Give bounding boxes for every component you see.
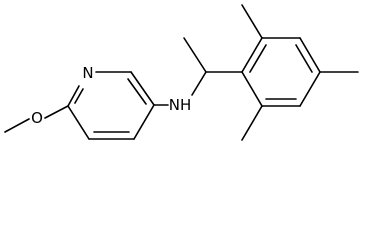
bond-c2-n1 bbox=[67, 85, 80, 107]
atom-label-nh-amine: NH bbox=[169, 96, 192, 114]
bond-c2-n1-inner bbox=[74, 88, 84, 104]
bond-methyl-o bbox=[4, 118, 30, 133]
bond-r3-r4-inner bbox=[295, 44, 313, 73]
structure-canvas: N O NH bbox=[4, 4, 359, 141]
molecule-structure: N O NH bbox=[4, 4, 359, 141]
bond-c5-c4 bbox=[133, 104, 155, 140]
bond-ch-methyl bbox=[183, 37, 207, 73]
bond-c6-c5 bbox=[130, 71, 155, 106]
bond-nh-ch bbox=[191, 71, 207, 96]
bond-r6-r1 bbox=[241, 71, 263, 107]
bond-r1-r2-inner bbox=[249, 44, 267, 73]
bond-c6-c5-inner bbox=[127, 78, 147, 105]
bond-o-c2 bbox=[44, 105, 69, 119]
atom-label-o-methoxy: O bbox=[31, 109, 43, 127]
bond-r1-r2 bbox=[241, 37, 263, 73]
bond-r6-methyl bbox=[241, 105, 263, 141]
bond-r4-r5 bbox=[299, 71, 321, 107]
bond-r2-methyl bbox=[241, 4, 263, 39]
bond-c3-c2 bbox=[67, 105, 90, 140]
bond-r3-r4 bbox=[299, 37, 321, 73]
atom-label-n-pyridine: N bbox=[82, 64, 93, 82]
